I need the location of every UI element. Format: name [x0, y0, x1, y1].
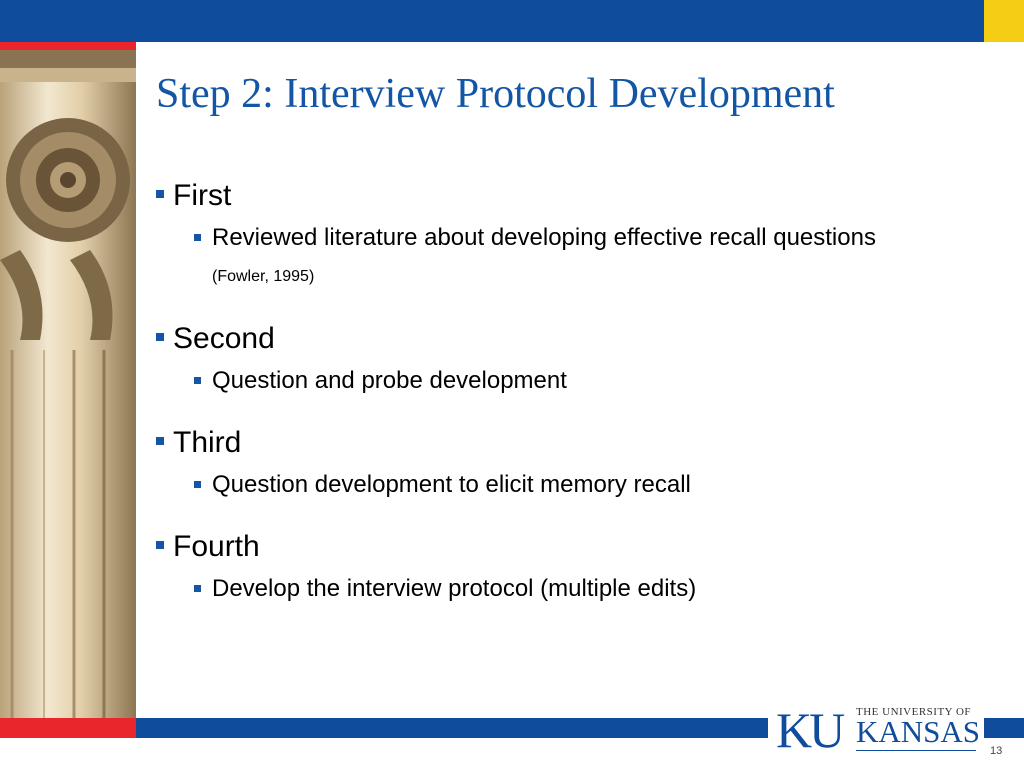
bullet-third: Third	[156, 423, 896, 463]
bullet-group-first: First Reviewed literature about developi…	[156, 176, 896, 295]
sub-bullet-second: Question and probe development	[194, 363, 896, 399]
bullet-label: Second	[173, 322, 275, 355]
logo-divider	[856, 750, 976, 751]
square-bullet-icon	[156, 190, 164, 198]
bullet-label: First	[173, 179, 232, 212]
column-image	[0, 50, 136, 718]
bullet-group-third: Third Question development to elicit mem…	[156, 423, 896, 503]
square-bullet-icon	[156, 333, 164, 341]
top-blue-bar	[0, 0, 984, 42]
logo-kansas: KANSAS	[856, 714, 981, 749]
page-number: 13	[990, 745, 1003, 757]
sub-bullet-text: Reviewed literature about developing eff…	[212, 224, 876, 251]
bullet-label: Third	[173, 426, 242, 459]
citation: (Fowler, 1995)	[212, 268, 315, 285]
logo-ku: KU	[776, 702, 845, 758]
bullet-label: Fourth	[173, 530, 260, 563]
bottom-blue-bar	[136, 718, 768, 738]
bullet-first: First	[156, 176, 896, 216]
bullet-group-fourth: Fourth Develop the interview protocol (m…	[156, 527, 896, 607]
sub-bullet-text: Develop the interview protocol (multiple…	[212, 575, 697, 602]
square-bullet-icon	[194, 234, 201, 241]
bullet-fourth: Fourth	[156, 527, 896, 567]
sub-bullet-third: Question development to elicit memory re…	[194, 467, 896, 503]
column-capital-icon	[0, 50, 136, 718]
bottom-blue-bar-right	[984, 718, 1024, 738]
sub-bullet-fourth: Develop the interview protocol (multiple…	[194, 571, 896, 607]
bullet-second: Second	[156, 319, 896, 359]
sub-bullet-text: Question development to elicit memory re…	[212, 471, 691, 498]
top-red-bar	[0, 42, 136, 50]
sub-bullet-first: Reviewed literature about developing eff…	[194, 220, 896, 295]
square-bullet-icon	[156, 541, 164, 549]
bullet-group-second: Second Question and probe development	[156, 319, 896, 399]
square-bullet-icon	[194, 377, 201, 384]
square-bullet-icon	[194, 481, 201, 488]
sub-bullet-text: Question and probe development	[212, 367, 567, 394]
slide-title: Step 2: Interview Protocol Development	[156, 71, 835, 117]
top-gold-block	[984, 0, 1024, 42]
ku-logo: KU THE UNIVERSITY OF KANSAS	[776, 704, 980, 756]
logo-university: THE UNIVERSITY OF	[856, 706, 972, 718]
bottom-red-bar	[0, 718, 136, 738]
bullet-list: First Reviewed literature about developi…	[156, 176, 896, 631]
square-bullet-icon	[156, 437, 164, 445]
square-bullet-icon	[194, 585, 201, 592]
